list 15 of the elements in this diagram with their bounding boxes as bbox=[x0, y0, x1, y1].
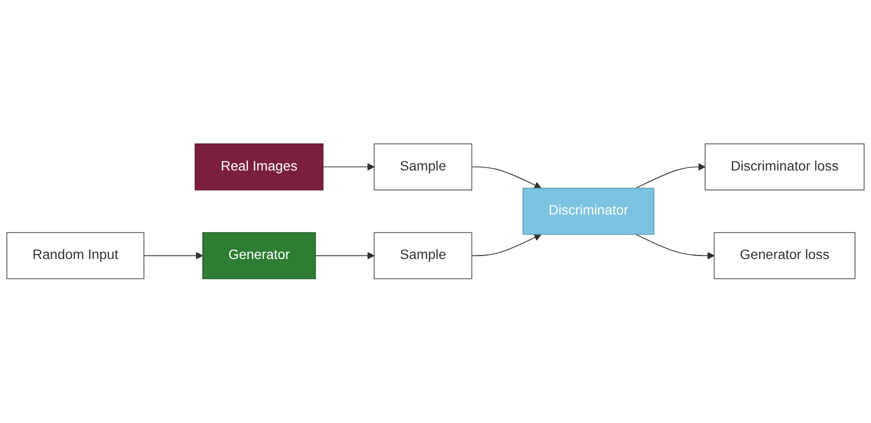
node-box: Random Input bbox=[6, 232, 144, 280]
arrow bbox=[635, 163, 706, 189]
arrow bbox=[471, 166, 542, 189]
arrow bbox=[635, 234, 715, 260]
node-box: Real Images bbox=[194, 144, 324, 191]
arrow bbox=[143, 252, 204, 260]
arrow bbox=[315, 252, 375, 260]
node-box: Generator bbox=[202, 232, 316, 280]
node-box: Generator loss bbox=[714, 232, 856, 280]
arrow bbox=[322, 163, 375, 171]
node-box: Sample bbox=[374, 232, 472, 280]
node-box: Discriminator loss bbox=[704, 144, 865, 191]
node-box: Sample bbox=[374, 144, 472, 191]
arrow bbox=[471, 234, 542, 256]
node-box: Discriminator bbox=[522, 188, 654, 235]
